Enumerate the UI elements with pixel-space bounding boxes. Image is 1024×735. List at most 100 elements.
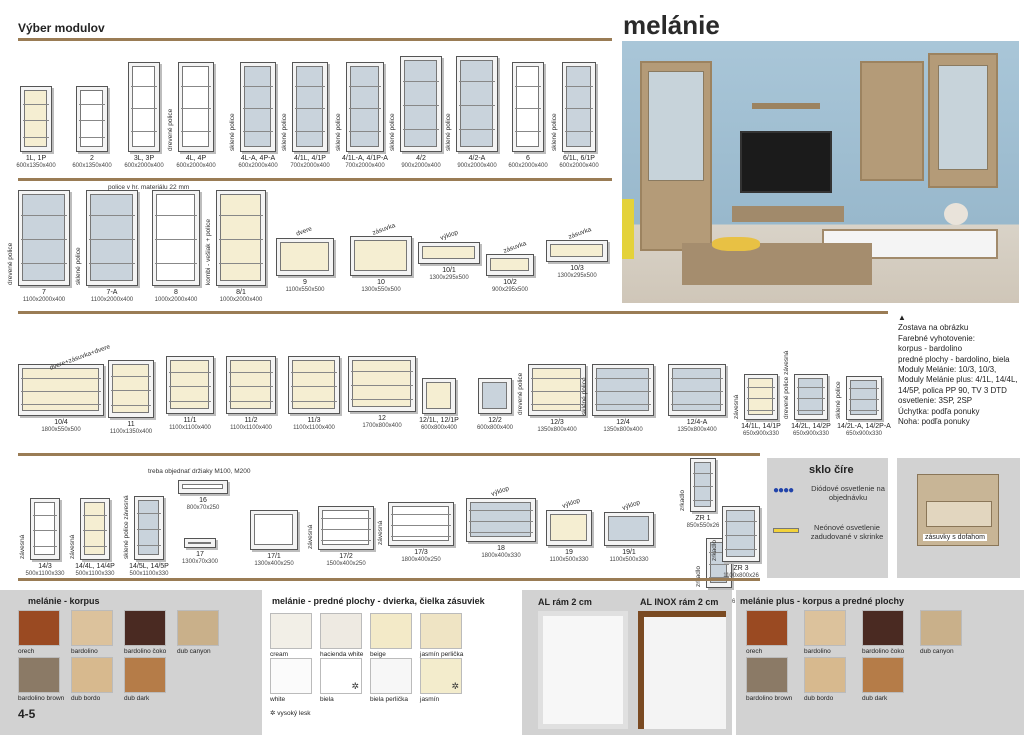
brand-title: melánie	[623, 10, 720, 40]
plus-title: melánie plus - korpus a predné plochy	[740, 596, 905, 606]
info-line: Noha: podľa ponuky	[898, 417, 970, 427]
module-vertical-label: závesná	[19, 534, 26, 559]
drawer-caption: zásuvky s dofahom	[923, 534, 987, 541]
module-slanted-label: zásuvka	[567, 226, 593, 241]
module-code: 7	[42, 289, 46, 296]
module-vertical-label: sklené police	[229, 113, 236, 151]
module-code: 19/1	[622, 549, 636, 556]
module-code: 10/1	[442, 267, 456, 274]
module-dimensions: 1000x2000x400	[154, 297, 198, 303]
neon-icon	[773, 528, 799, 533]
info-line: Farebné vyhotovenie:	[898, 333, 975, 343]
color-swatch	[862, 657, 904, 693]
module-drawing	[250, 510, 298, 550]
module-code: 10/3	[570, 265, 584, 272]
section-rule	[18, 38, 612, 41]
module-drawing	[348, 356, 416, 412]
swatch-label: bardolino čoko	[124, 648, 167, 655]
module-vertical-label: sklené police	[835, 381, 842, 419]
sklo-box: sklo číre ●●●● Diódové osvetlenie na obj…	[767, 458, 888, 578]
module-code: 4L-A, 4P-A	[240, 155, 276, 162]
module-drawing	[216, 190, 266, 286]
module-drawing	[546, 510, 592, 546]
module-dimensions: 900x2000x400	[401, 163, 441, 169]
swatch-label: white	[270, 696, 286, 703]
module-dimensions: 700x2000x400	[290, 163, 330, 169]
module-drawing	[668, 364, 726, 416]
module-slanted-label: zásuvka	[371, 222, 397, 237]
module-code: 10/2	[503, 279, 517, 286]
module-dimensions: 1100x550x500	[285, 287, 325, 293]
swatch-label: beige	[370, 651, 386, 658]
module-drawing	[388, 502, 454, 546]
color-swatch	[18, 610, 60, 646]
info-line: Moduly Melánie: 10/3, 10/3,	[898, 365, 997, 375]
module-code: 6	[526, 155, 530, 162]
module-code: 17/2	[339, 553, 353, 560]
module-code: 14/2L-A, 14/2P-A	[837, 423, 891, 430]
module-drawing	[152, 190, 200, 286]
color-swatch	[177, 610, 219, 646]
module-vertical-label: závesná	[377, 520, 384, 545]
row-rule-3	[18, 453, 760, 456]
module-drawing	[288, 356, 340, 414]
module-dimensions: 1300x400x250	[254, 561, 294, 567]
color-swatch	[71, 657, 113, 693]
row4-note: treba objednať držiaky M100, M200	[148, 468, 251, 475]
module-vertical-label: sklené police závesná	[123, 495, 130, 559]
info-line: 14/5P, polica PP 90, TV 3 DTD	[898, 385, 1007, 395]
predne-title: melánie - predné plochy - dvierka, čielk…	[272, 596, 485, 606]
module-drawing	[456, 56, 498, 152]
module-dimensions: 650x900x330	[742, 431, 780, 437]
module-drawing	[346, 62, 384, 152]
module-drawing	[528, 364, 586, 416]
module-slanted-label: výklop	[621, 499, 642, 512]
module-drawing	[318, 506, 374, 550]
module-code: 14/3	[38, 563, 52, 570]
module-code: 11/3	[307, 417, 321, 424]
swatch-label: jasmín perlička	[420, 651, 464, 658]
module-dimensions: 500x1100x330	[25, 571, 65, 577]
module-code: 12/1L, 12/1P	[419, 417, 459, 424]
module-drawing	[178, 62, 214, 152]
gloss-legend: ✲ vysoký lesk	[270, 710, 311, 717]
swatch-label: orech	[18, 648, 35, 655]
inox-frame-sample	[638, 611, 726, 729]
color-swatch	[804, 610, 846, 646]
module-drawing	[562, 62, 596, 152]
module-code: 8	[174, 289, 178, 296]
swatch-label: dub canyon	[920, 648, 954, 655]
module-dimensions: 700x2000x400	[345, 163, 385, 169]
star-icon: ✲	[270, 710, 276, 717]
module-dimensions: 1100x2000x400	[22, 297, 66, 303]
module-vertical-label: drevené police	[517, 372, 524, 415]
swatch-label: cream	[270, 651, 289, 658]
module-dimensions: 900x2000x400	[457, 163, 497, 169]
swatch-label: bardolino	[804, 648, 831, 655]
swatch-label: dub bordo	[804, 695, 834, 702]
module-vertical-label: drevené police	[167, 108, 174, 151]
row-rule-2	[18, 311, 888, 314]
color-swatch: ✲	[320, 658, 362, 694]
row-rule-4	[18, 578, 760, 581]
module-dimensions: 650x900x330	[792, 431, 830, 437]
module-dimensions: 1800x550x500	[41, 427, 81, 433]
module-dimensions: 1100x500x330	[609, 557, 649, 563]
module-code: 14/1L, 14/1P	[741, 423, 781, 430]
module-drawing	[744, 374, 778, 420]
module-code: 12/2	[488, 417, 502, 424]
